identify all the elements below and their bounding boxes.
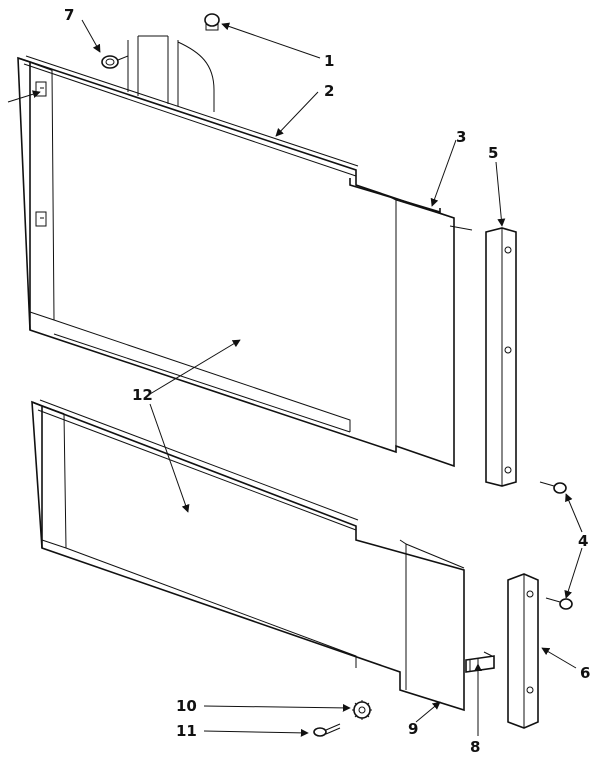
part-label-11: 11: [176, 722, 197, 740]
part-label-9: 9: [408, 720, 418, 738]
side-rail-5: [485, 227, 517, 487]
part-label-5: 5: [488, 144, 498, 162]
part-label-8: 8: [470, 738, 480, 756]
side-rail-6: [507, 573, 539, 729]
part-label-7: 7: [64, 6, 74, 24]
gear-10: [352, 700, 372, 720]
lower-panel-assembly: [31, 399, 495, 712]
leader-lines: [7, 19, 583, 737]
screw-4-upper: [539, 481, 567, 494]
knob-7: [101, 55, 129, 69]
part-labels: 1 2 3 4 5 6 7 8 9 10 11 12: [64, 6, 590, 756]
part-label-1: 1: [324, 52, 334, 70]
part-label-4: 4: [578, 532, 588, 550]
part-label-6: 6: [580, 664, 590, 682]
upper-panel-assembly: [17, 35, 455, 468]
screw-1: [204, 13, 220, 31]
screw-11: [313, 723, 341, 737]
part-label-10: 10: [176, 697, 197, 715]
part-label-2: 2: [324, 82, 334, 100]
part-label-12: 12: [132, 386, 153, 404]
screw-4-lower: [545, 597, 573, 610]
part-label-3: 3: [456, 128, 466, 146]
